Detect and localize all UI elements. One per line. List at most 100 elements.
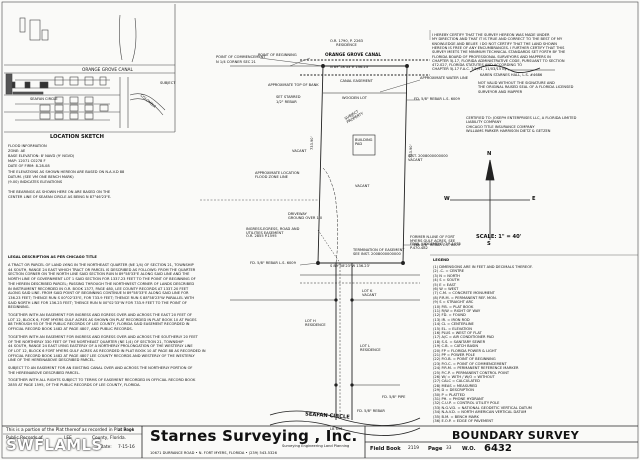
plat-date-label: Date: bbox=[100, 445, 112, 450]
certification-line: FLORIDA BOARD OF PROFESSIONAL SURVEYORS … bbox=[432, 54, 551, 59]
poc-label-2: N 1/4 CORNER SEC 21 bbox=[216, 60, 256, 64]
location-sketch-title: LOCATION SKETCH bbox=[50, 134, 104, 140]
legend-item: (13) IR. = IRON ROD bbox=[433, 317, 470, 322]
iron-rod-label: 1/2" REBAR bbox=[276, 100, 297, 104]
legend-item: (1) DIMENSIONS ARE IN FEET AND DECIMALS … bbox=[433, 265, 533, 269]
legend-item: (26) W/ = WITH / W/O = WITHOUT bbox=[433, 375, 495, 379]
legend-item: (8) P.R.M. = PERMANENT REF. MON. bbox=[433, 295, 497, 300]
rebar-label: FD. 5/8" REBAR L.S. 6009 bbox=[414, 97, 460, 101]
plat-date: 7-15-16 bbox=[118, 445, 135, 450]
certification-note-line: THE ORIGINAL RAISED SEAL OF A FLORIDA LI… bbox=[478, 85, 574, 90]
legal-line: BEGINNING. bbox=[8, 305, 30, 310]
legend-item: (17) A/C = AIR CONDITIONER PAD bbox=[433, 335, 494, 340]
rebar-label: FD. 5/8" PIPE bbox=[382, 395, 406, 399]
legend-item: (15) EL. = ELEVATION bbox=[433, 326, 472, 331]
bottom-bearing-label: S 89°58'23"W 136.23' bbox=[330, 264, 370, 268]
legend-item: (32) C.U.P. = CONTROL UTILITY POLE bbox=[433, 401, 500, 406]
former-line-label: FORMER N.LINE OF FORT MYERS GULF ACRES, … bbox=[410, 235, 461, 250]
watermark-logo: SWFLAMLS bbox=[6, 436, 103, 454]
legal-line: THE HEREINABOVE DESCRIBED PARCEL. bbox=[8, 370, 80, 375]
legend-item: (14) CL = CENTERLINE bbox=[433, 322, 474, 327]
water-line-label: APPROXIMATE WATER LINE bbox=[420, 76, 468, 80]
certification-note-line: NOT VALID WITHOUT THE SIGNATURE AND bbox=[478, 81, 555, 85]
legal-line: TOGETHER WITH ALL RIGHTS SUBJECT TO TERM… bbox=[8, 378, 196, 383]
company-name: Starnes Surveying , Inc. bbox=[150, 427, 358, 445]
legend-item: (36) E.O.P. = EDGE OF PAVEMENT bbox=[433, 419, 494, 423]
bearing-note: CENTER LINE OF SEAFAN CIRCLE AS BEING N … bbox=[8, 195, 112, 199]
legal-line: A TRACT OR PARCEL OF LAND LYING IN THE N… bbox=[8, 263, 194, 267]
company-address: 10671 DURRANCE ROAD • N. FORT MYERS, FLO… bbox=[150, 451, 277, 455]
certification-note-line: SURVEYOR AND MAPPER bbox=[478, 89, 523, 94]
legal-line: SAID NORTH LINE FOR 136.23 FEET; THENCE … bbox=[8, 300, 187, 305]
flood-line: BASE ELEVATION: 8' NAVD (9' NGVD) bbox=[8, 154, 75, 158]
legend-item: (25) P.C.P. = PERMANENT CONTROL POINT bbox=[433, 370, 510, 375]
dock-label: WOODEN LOT bbox=[342, 96, 367, 100]
certified-to-line: LIABILITY COMPANY bbox=[466, 120, 502, 125]
legend-item: (10) P.B. = PLAT BOOK bbox=[433, 304, 474, 309]
legend-item: (23) P.O.C. = POINT OF COMMENCEMENT bbox=[433, 361, 507, 366]
location-sketch-map bbox=[4, 4, 176, 133]
legend-item: (24) P.R.M. = PERMANENT REFERENCE MARKER bbox=[433, 366, 519, 371]
pob-label: POINT OF BEGINNING bbox=[258, 53, 297, 57]
plat-county: LEE bbox=[64, 436, 72, 441]
lot-k-label: LOT K VACANT bbox=[362, 289, 377, 297]
west-vacant-label: VACANT bbox=[292, 149, 307, 153]
certification-line: KNOWLEDGE AND BELIEF. I DO NOT CERTIFY T… bbox=[432, 41, 557, 46]
legend-item: (30) P = PLATTED bbox=[433, 392, 465, 397]
legend-item: (21) PP = POWER POLE bbox=[433, 353, 475, 357]
legal-line: OFFICIAL RECORD BOOK 1482 AT PAGE 4807, … bbox=[8, 327, 133, 332]
legal-line: 136.23 FEET; THENCE RUN S 00°02'33"E, FO… bbox=[8, 295, 195, 300]
wo-label: W.O. bbox=[462, 446, 476, 452]
certification-line: MY DIRECTION AND THAT IT IS TRUE AND COR… bbox=[432, 37, 563, 42]
lot-l-label: LOT L RESIDENCE bbox=[360, 344, 381, 352]
plat-line-2: Public Records of bbox=[6, 436, 43, 441]
canal-label: ORANGE GROVE CANAL bbox=[325, 53, 382, 58]
legend-item: (16) PLUS = WEST OF FLAT bbox=[433, 331, 482, 335]
termination-label: TERMINATION OF EASEMENT SEE INST. 200800… bbox=[353, 248, 405, 256]
legal-line: SUBJECT TO AN EASEMENT FOR AN EXISTING C… bbox=[8, 366, 193, 370]
flood-line: (9.00) INDICATES ELEVATIONS bbox=[8, 180, 63, 184]
legal-line: TOGETHER WITH AN EASEMENT FOR INGRESS AN… bbox=[8, 334, 198, 339]
ingress-easement-label: INGRESS-EGRESS, ROAD AND UTILITIES EASEM… bbox=[246, 227, 300, 239]
company-license: LB 696 bbox=[330, 427, 343, 431]
sketch-subject-label: SUBJECT bbox=[160, 81, 176, 85]
certification-line: CHAPTER 5J-17, FLORIDA ADMINISTRATIVE CO… bbox=[432, 58, 565, 63]
legal-line: TOGETHER WITH AN EASEMENT FOR INGRESS AN… bbox=[8, 313, 192, 317]
top-bearing-label: N 89°58'33"E 136.23' bbox=[330, 65, 369, 69]
legal-line: THE HEREIN DESCRIBED PARCEL; PASSING THR… bbox=[8, 281, 195, 286]
legend-item: (9) S = STRAIGHT ARC bbox=[433, 300, 474, 305]
flood-line: ZONE: AE bbox=[8, 149, 26, 153]
legend-item: (19) C.B. = CATCH BASIN bbox=[433, 344, 479, 349]
poc-label: POINT OF COMMENCEMENT bbox=[216, 55, 266, 59]
legal-line: SECTION CORNER ON THE NORTH LINE SAID SE… bbox=[8, 272, 190, 277]
certified-to-line: WILLIAMS PARKER HARRISON DIETZ & GETZEN bbox=[466, 128, 551, 133]
legend-item: (33) N.G.V.D. = NATIONAL GEODETIC VERTIC… bbox=[433, 405, 532, 410]
west-dimension: 733.90' bbox=[310, 136, 314, 150]
compass-n: N bbox=[487, 151, 492, 157]
legal-line: OF LOT 12, BLOCK 6 FORT MYERS GULF ACRES… bbox=[8, 348, 206, 353]
set-starred-label: SET STARRED bbox=[276, 95, 301, 99]
flood-zone-line-label: APPROXIMATE LOCATION FLOOD ZONE LINE bbox=[255, 171, 300, 179]
legend-item: (34) N.A.V.D. = NORTH AMERICAN VERTICAL … bbox=[433, 410, 527, 415]
inst-label: INST. 2008000000000 VACANT bbox=[408, 154, 448, 162]
canal-easement-label: CANAL EASEMENT bbox=[340, 79, 373, 83]
north-residence-label: O.R. 1790, P. 2263 RESIDENCE bbox=[330, 39, 363, 47]
legal-line: ALONG SAID LINE. FROM SAID POINT OF BEGI… bbox=[8, 291, 189, 296]
certification-line: CHAPTER 5J-17 F.A.C. 7/1/91, 11/03/15 by… bbox=[432, 67, 508, 72]
flood-line: MAP: 12071 C0278 F bbox=[8, 159, 46, 163]
vacant-label: VACANT bbox=[355, 184, 370, 188]
top-bank-label: APPROXIMATE TOP OF BANK bbox=[268, 83, 319, 87]
sketch-canal-label: ORANGE GROVE CANAL bbox=[82, 68, 133, 73]
legal-line: 88 THROUGH 93 OF THE PUBLIC RECORDS OF L… bbox=[8, 322, 190, 327]
legend-item: (29) D = DESCRIPTION bbox=[433, 388, 474, 393]
compass-e: E bbox=[532, 196, 536, 202]
legend-item: (4) S = SOUTH bbox=[433, 278, 460, 283]
legend-item: (11) R/W = RIGHT OF WAY bbox=[433, 309, 481, 313]
legal-line: NORTH LINE OF GOVERNMENT LOT 1 SAID SECT… bbox=[8, 277, 196, 282]
legend-item: (35) B.M. = BENCH MARK bbox=[433, 414, 479, 419]
legend-item: (7) C.M. = CONCRETE MONUMENT bbox=[433, 291, 495, 296]
legal-heading: LEGAL DESCRIPTION AS PER CHICAGO TITLE bbox=[8, 255, 97, 259]
legal-line: IN INSTRUMENT RECORDED IN O.R. BOOK 1377… bbox=[8, 286, 189, 291]
legend-item: (12) FD. = FOUND bbox=[433, 313, 466, 318]
